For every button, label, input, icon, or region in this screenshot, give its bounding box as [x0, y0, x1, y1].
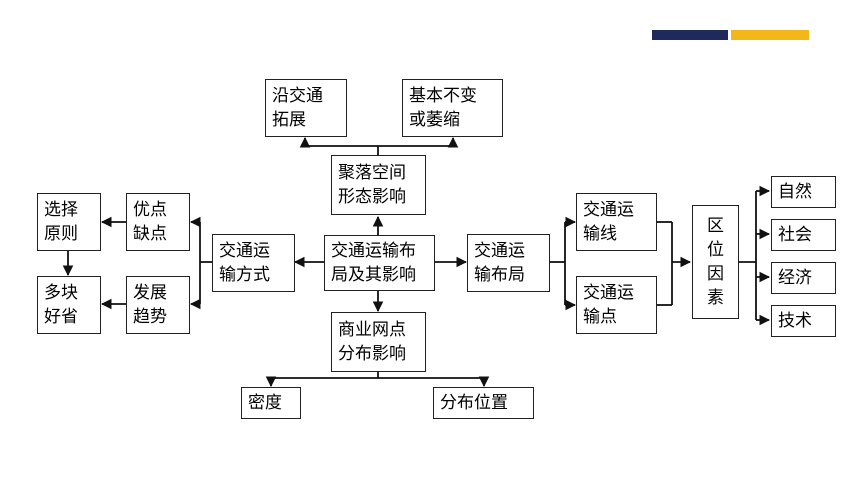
node-settlement-impact: 聚落空间 形态影响: [331, 155, 426, 215]
node-commercial-impact: 商业网点 分布影响: [331, 312, 426, 372]
header-accent-bar-gold: [731, 30, 809, 40]
node-commercial-impact-label: 商业网点 分布影响: [338, 320, 406, 364]
node-extend-along-transport: 沿交通 拓展: [265, 79, 347, 137]
node-transport-lines-label: 交通运 输线: [583, 200, 634, 244]
node-location-label: 分布位置: [440, 393, 508, 413]
node-transport-points: 交通运 输点: [576, 276, 657, 334]
node-settlement-impact-label: 聚落空间 形态影响: [338, 163, 406, 207]
node-density-label: 密度: [248, 393, 282, 413]
node-center-label: 交通运输布 局及其影响: [331, 241, 416, 285]
node-density: 密度: [241, 387, 301, 419]
node-transport-modes: 交通运 输方式: [212, 234, 295, 292]
node-factor-nature: 自然: [771, 176, 836, 208]
node-transport-layout-label: 交通运 输布局: [474, 241, 525, 285]
node-factor-society-label: 社会: [778, 225, 812, 245]
node-unchanged-or-shrink: 基本不变 或萎缩: [402, 79, 503, 137]
node-pros-cons: 优点 缺点: [126, 193, 190, 251]
node-selection-principle: 选择 原则: [37, 193, 101, 251]
node-pros-cons-label: 优点 缺点: [133, 200, 167, 244]
header-accent-bar-navy: [652, 30, 728, 40]
node-factor-society: 社会: [771, 219, 836, 251]
node-transport-lines: 交通运 输线: [576, 193, 657, 251]
node-factor-economy: 经济: [771, 262, 836, 294]
node-goal-label: 多块 好省: [44, 283, 78, 327]
node-transport-points-label: 交通运 输点: [583, 283, 634, 327]
node-transport-layout: 交通运 输布局: [467, 234, 550, 292]
node-factor-economy-label: 经济: [778, 268, 812, 288]
node-factor-nature-label: 自然: [778, 182, 812, 202]
node-center: 交通运输布 局及其影响: [324, 235, 435, 291]
node-location-factors: 区 位 因 素: [692, 205, 739, 319]
node-extend-along-transport-label: 沿交通 拓展: [272, 86, 323, 130]
node-location: 分布位置: [433, 387, 534, 419]
node-selection-principle-label: 选择 原则: [44, 200, 78, 244]
node-transport-modes-label: 交通运 输方式: [219, 241, 270, 285]
node-goal: 多块 好省: [37, 276, 101, 334]
node-location-factors-label: 区 位 因 素: [707, 216, 724, 308]
node-trend-label: 发展 趋势: [133, 283, 167, 327]
node-factor-technology: 技术: [771, 305, 836, 337]
node-unchanged-or-shrink-label: 基本不变 或萎缩: [409, 86, 477, 130]
node-trend: 发展 趋势: [126, 276, 190, 334]
node-factor-technology-label: 技术: [778, 311, 812, 331]
